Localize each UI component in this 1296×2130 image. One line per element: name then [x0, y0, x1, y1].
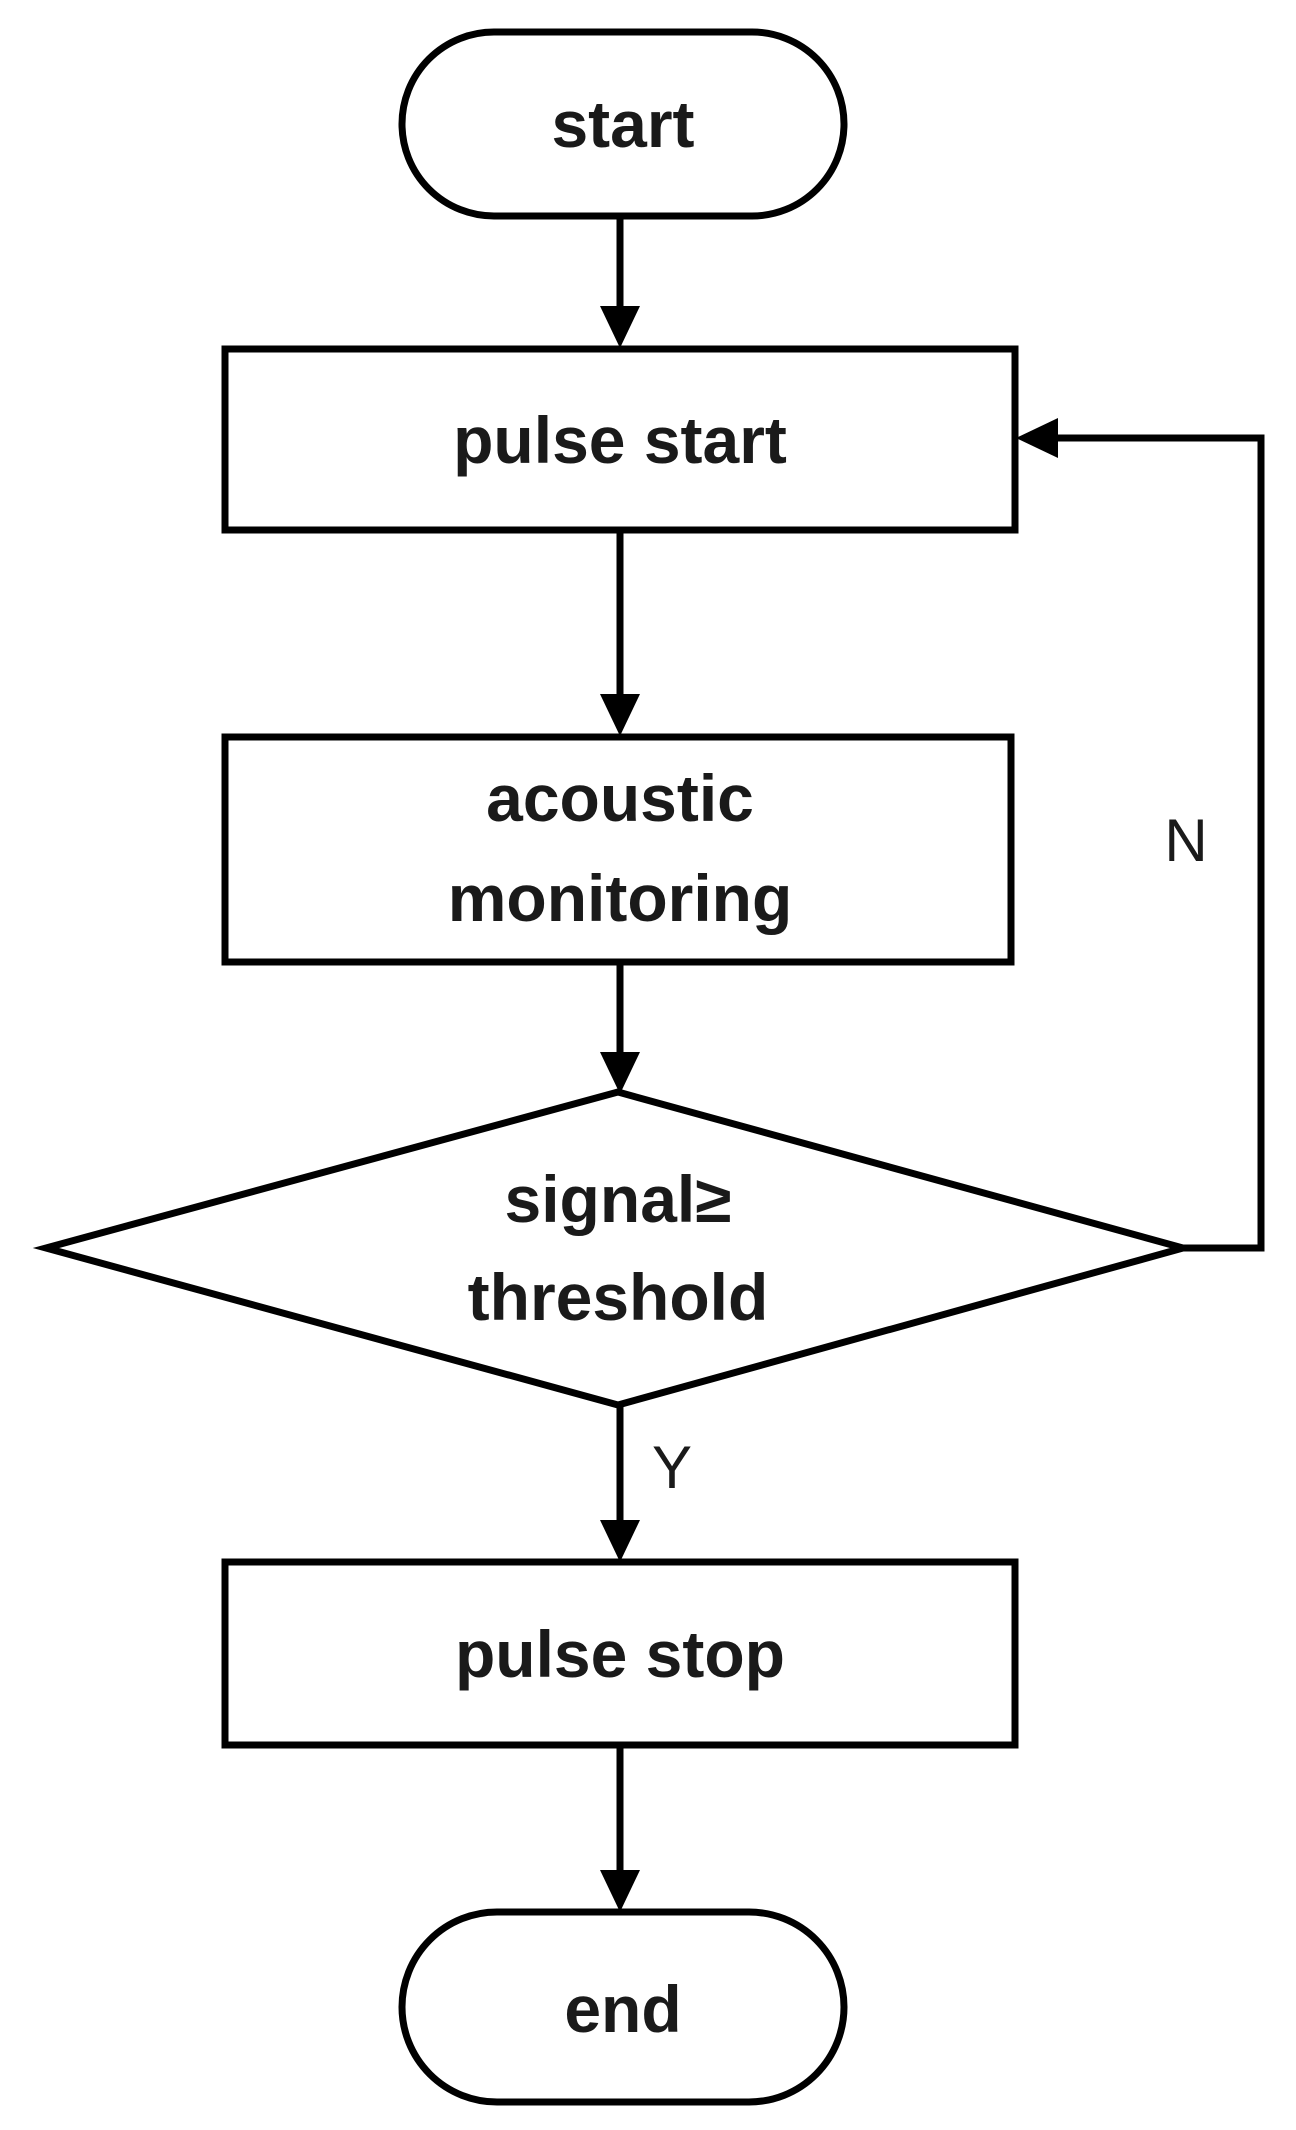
node-pulse-stop[interactable]: pulse stop: [221, 1558, 1019, 1749]
pulse-start-label: pulse start: [453, 403, 787, 477]
edge-pulse-stop-to-end: [600, 1745, 640, 1912]
node-end[interactable]: end: [398, 1908, 848, 2106]
edge-label-no: N: [1164, 807, 1207, 874]
start-label: start: [551, 87, 694, 161]
arrow-head-icon: [600, 306, 640, 348]
decision-label-line2: threshold: [468, 1260, 769, 1334]
edge-label-yes: Y: [652, 1434, 692, 1501]
edge-pulse-start-to-acoustic: [600, 530, 640, 736]
arrow-head-icon: [600, 1870, 640, 1912]
end-label: end: [564, 1972, 681, 2046]
decision-label-line1: signal≥: [505, 1162, 732, 1236]
node-decision[interactable]: signal≥ threshold: [32, 1088, 1197, 1409]
arrow-head-icon: [1016, 418, 1058, 458]
acoustic-monitoring-label-line1: acoustic: [486, 761, 754, 835]
pulse-stop-shape: [221, 1558, 1019, 1749]
end-shape: [398, 1908, 848, 2106]
node-start[interactable]: start: [398, 28, 848, 220]
node-pulse-start[interactable]: pulse start: [221, 345, 1019, 534]
arrow-head-icon: [600, 1520, 640, 1562]
edge-decision-no-to-pulse-start: N: [1016, 418, 1265, 1252]
pulse-start-shape: [221, 345, 1019, 534]
edge-loop-line: [1035, 434, 1265, 1252]
acoustic-monitoring-label-line2: monitoring: [448, 861, 793, 935]
edge-start-to-pulse-start: [600, 216, 640, 348]
decision-shape: [32, 1088, 1197, 1409]
arrow-head-icon: [600, 694, 640, 736]
node-acoustic-monitoring[interactable]: acoustic monitoring: [221, 733, 1015, 966]
pulse-stop-label: pulse stop: [455, 1617, 785, 1691]
edge-decision-yes-to-pulse-stop: Y: [600, 1405, 692, 1562]
edge-acoustic-to-decision: [600, 962, 640, 1094]
arrow-head-icon: [600, 1052, 640, 1094]
